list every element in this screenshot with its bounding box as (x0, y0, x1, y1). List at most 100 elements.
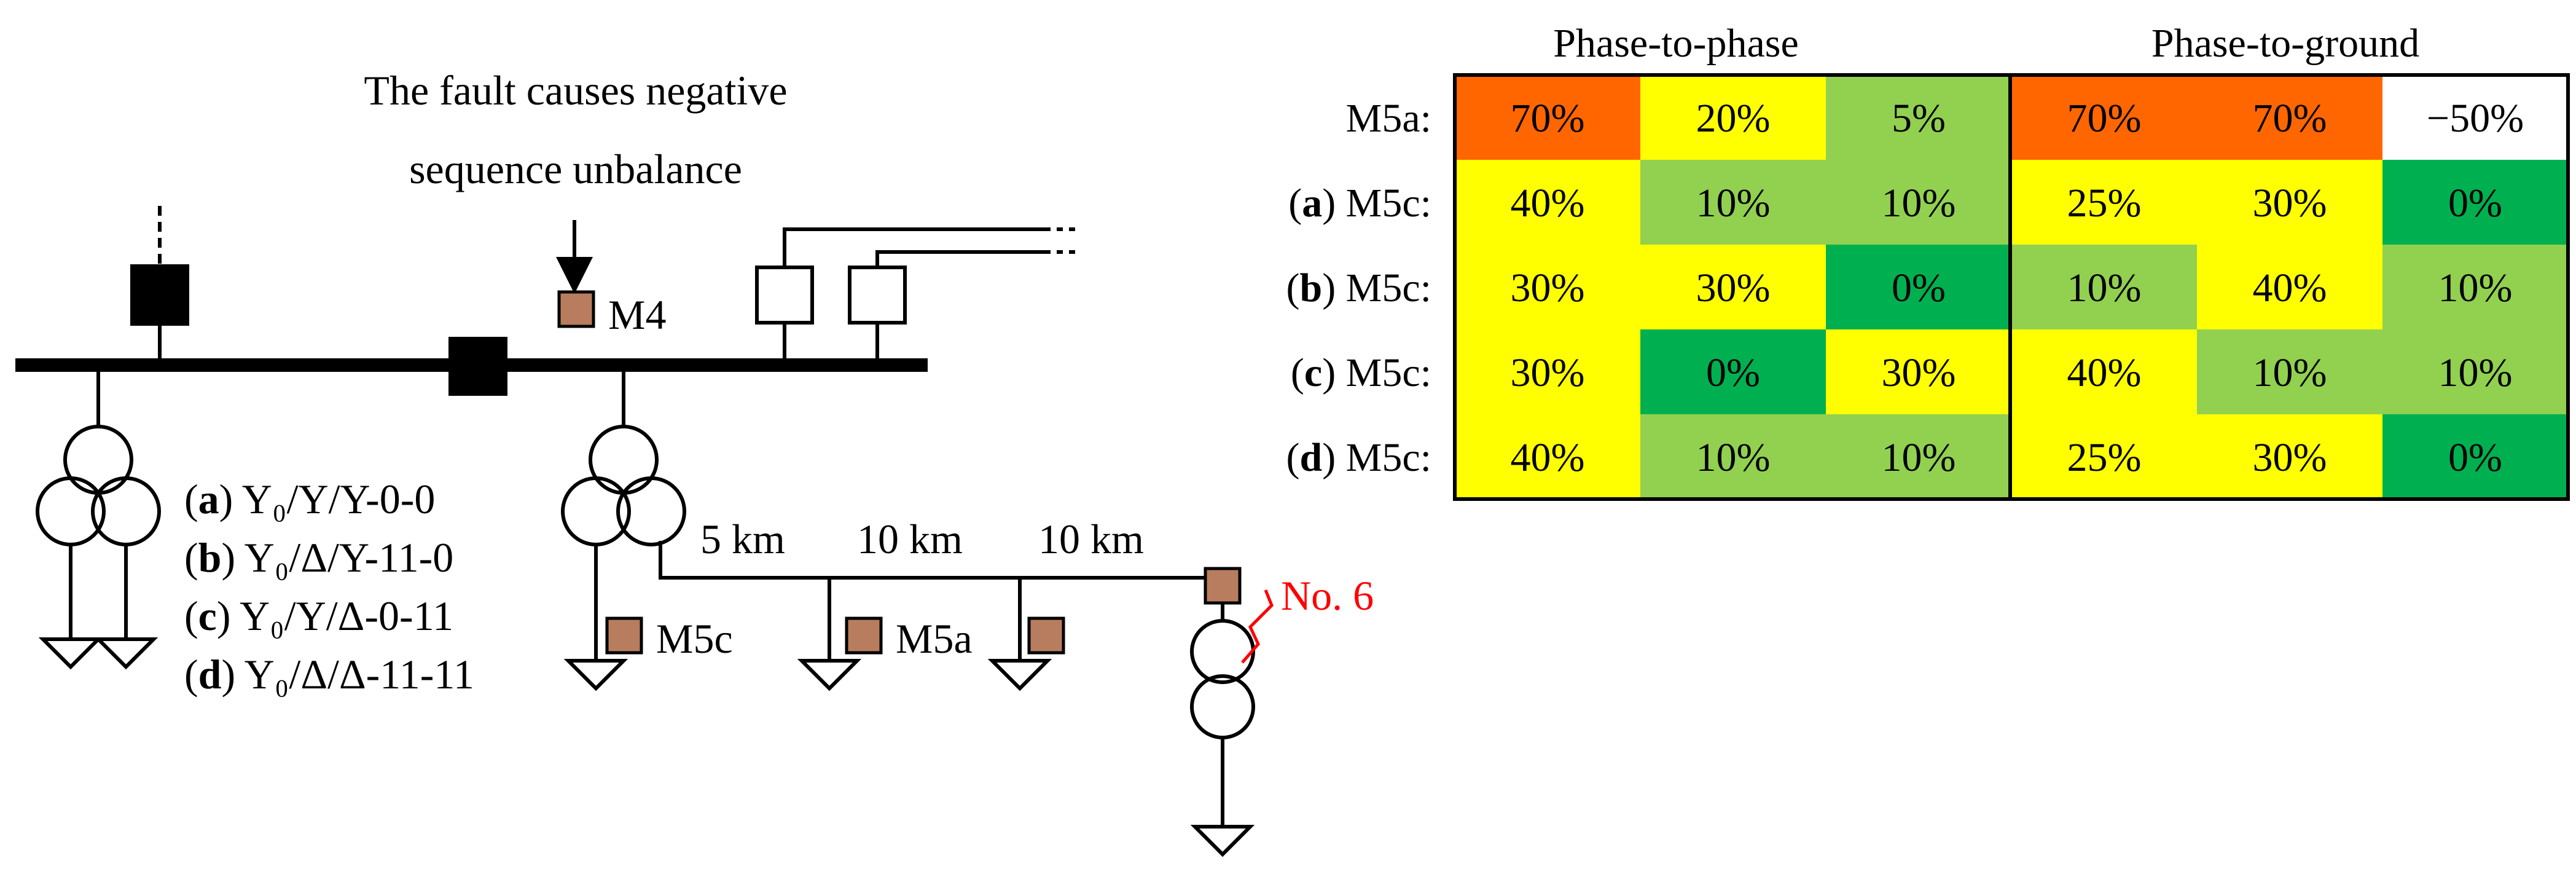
label-m4: M4 (608, 291, 666, 338)
table-cell-value: 70% (1511, 96, 1585, 141)
ground-icon (93, 637, 159, 670)
ground-icon (797, 659, 862, 691)
table-cell-value: 25% (2067, 435, 2142, 480)
table-cell-bg (2011, 75, 2197, 160)
breaker-closed-bus-section (448, 337, 507, 396)
table-cell-value: 5% (1892, 96, 1946, 141)
table-cell-value: 40% (2067, 350, 2142, 395)
ground-icon (563, 659, 628, 691)
table-row-label: (c) M5c: (1291, 350, 1431, 395)
table-cell-bg (1455, 160, 1640, 245)
table-cell-value: 10% (1882, 181, 1956, 226)
one-line-diagram (15, 206, 1274, 857)
end-transformer-winding-bottom (1190, 674, 1255, 739)
table-cell-value: 10% (1882, 435, 1956, 480)
table-cell-value: 30% (1511, 266, 1585, 310)
table-cell-bg (1455, 414, 1640, 499)
table-cell-value: 10% (2253, 350, 2327, 395)
table-cell-bg (2011, 160, 2197, 245)
table-cell-value: 10% (1696, 435, 1771, 480)
table-cell-value: 70% (2067, 96, 2142, 141)
config-item: (b) Y₀/Δ/Y-11-0 (184, 534, 453, 581)
table-cell-value: 0% (1706, 350, 1760, 395)
table-cell-value: 10% (1696, 181, 1771, 226)
label-m5c: M5c (656, 615, 733, 662)
table-cell-bg (1640, 245, 1826, 329)
table-cell-value: 10% (2067, 266, 2142, 310)
ground-icon (38, 637, 103, 670)
fault-note-line2: sequence unbalance (409, 146, 742, 192)
meter-m5a (845, 616, 883, 655)
table-cell-bg (2197, 245, 2382, 329)
meters (557, 290, 1242, 655)
config-list: (a) Y₀/Y/Y-0-0 (b) Y₀/Δ/Y-11-0 (c) Y₀/Y/… (184, 476, 474, 698)
table-cell-bg (2011, 245, 2197, 329)
table-cell-value: 40% (2253, 266, 2327, 310)
ground-icon (1190, 825, 1255, 857)
table-cell-value: 20% (1696, 96, 1771, 141)
table-cell-bg (1826, 414, 2011, 499)
table-cell-bg (1455, 245, 1640, 329)
table-cell-value: 30% (1696, 266, 1771, 310)
table-row-label: (b) M5c: (1286, 266, 1432, 310)
feeder-line-2 (875, 250, 1044, 267)
table-cell-value: 25% (2067, 181, 2142, 226)
config-item: (c) Y₀/Y/Δ-0-11 (184, 593, 453, 639)
meter-m5c (605, 616, 643, 655)
table-cell-value: 0% (1892, 266, 1946, 310)
table-cell-bg (1826, 160, 2011, 245)
table-cell-value: −50% (2427, 96, 2524, 141)
table-row-label: M5a: (1346, 96, 1431, 141)
table-cell-value: 30% (1511, 350, 1585, 395)
left-transformer-winding-top (63, 425, 133, 495)
feeder-line-1 (783, 227, 1044, 267)
meter-m4 (557, 290, 595, 328)
table-cell-value: 10% (2438, 350, 2513, 395)
config-item: (a) Y₀/Y/Y-0-0 (184, 476, 435, 522)
distribution-feeder (659, 541, 1223, 580)
table-cell-bg (2382, 414, 2568, 499)
table-cell-bg (1826, 329, 2011, 414)
table-cell-value: 30% (1882, 350, 1956, 395)
table-row-label: (d) M5c: (1286, 435, 1432, 480)
ground-icon (987, 659, 1052, 691)
header-phase-to-phase: Phase-to-phase (1553, 21, 1799, 66)
table-cell-bg (2197, 414, 2382, 499)
table-cell-bg (1640, 414, 1826, 499)
table-cell-value: 70% (2253, 96, 2327, 141)
center-transformer-winding-right (616, 476, 686, 546)
breaker-closed-left (130, 264, 189, 326)
table-cell-bg (2011, 329, 2197, 414)
table-cell-value: 0% (2448, 181, 2502, 226)
table-cell-bg (1826, 245, 2011, 329)
table-cell-bg (2011, 414, 2197, 499)
table-cell-bg (2382, 245, 2568, 329)
meter-fault (1204, 567, 1242, 605)
meter-m6 (1027, 616, 1065, 655)
table-row-label: (a) M5c: (1288, 181, 1431, 226)
table-cell-bg (1455, 75, 1640, 160)
table-cell-value: 40% (1511, 435, 1585, 480)
table-cell-value: 0% (2448, 435, 2502, 480)
table-cell-bg (2382, 160, 2568, 245)
table-cell-value: 40% (1511, 181, 1585, 226)
table-cell-bg (1640, 160, 1826, 245)
table-cell-bg (1455, 329, 1640, 414)
fault-lightning-icon (1241, 589, 1274, 664)
table-cell-bg (1640, 75, 1826, 160)
breaker-open-1 (755, 266, 814, 325)
distance-2: 10 km (857, 516, 963, 562)
distance-1: 5 km (700, 516, 785, 562)
fault-note-line1: The fault causes negative (364, 67, 787, 114)
end-transformer-winding-top (1190, 619, 1255, 684)
table-cell-value: 10% (2438, 266, 2513, 310)
table-cell-bg (2197, 160, 2382, 245)
table-cell-value: 30% (2253, 181, 2327, 226)
label-fault-no6: No. 6 (1281, 572, 1374, 619)
result-table: Phase-to-phase Phase-to-ground 70%20%5%7… (1286, 21, 2570, 501)
config-item: (d) Y₀/Δ/Δ-11-11 (184, 651, 474, 698)
table-cell-value: 30% (2253, 435, 2327, 480)
breaker-open-2 (848, 266, 907, 325)
distance-3: 10 km (1038, 516, 1144, 562)
